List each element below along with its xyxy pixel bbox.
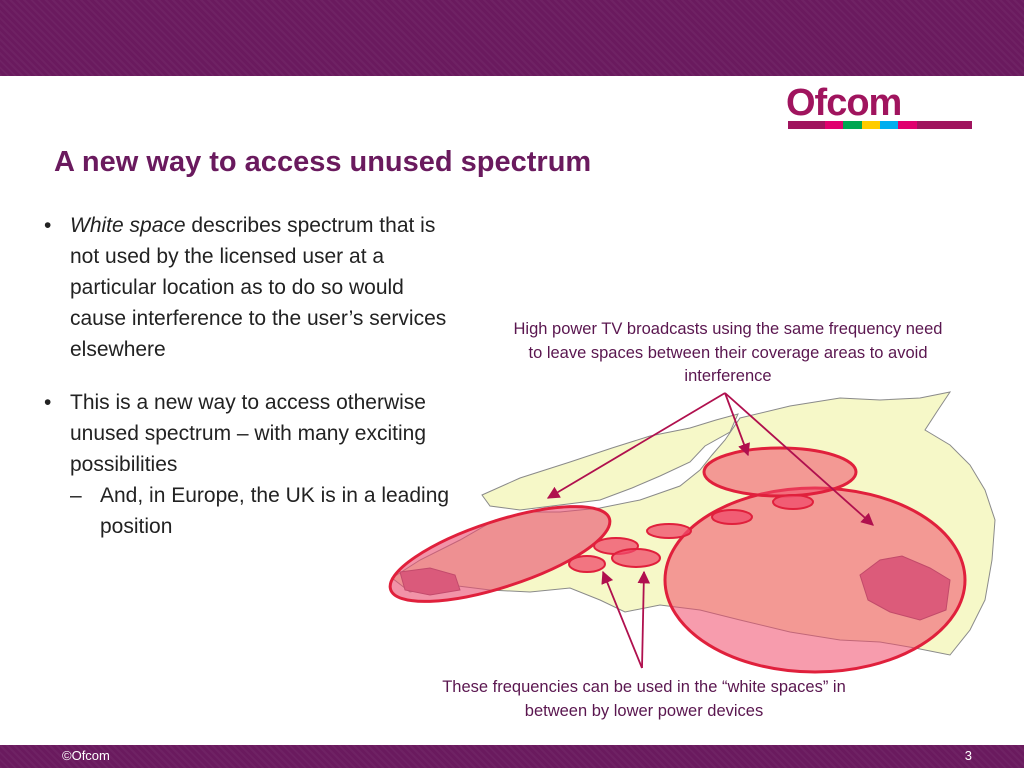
bullet-mark: • <box>44 214 52 237</box>
coverage-area-ireland <box>388 505 612 603</box>
callout-white-spaces: These frequencies can be used in the “wh… <box>442 678 846 720</box>
header-band <box>0 0 1024 76</box>
logo-stripe-segment <box>806 121 825 129</box>
logo-stripe-segment <box>788 121 807 129</box>
bullet-body: This is a new way to access otherwise un… <box>70 391 427 476</box>
logo-stripe <box>788 121 973 129</box>
ofcom-logo: Ofcom <box>786 84 974 130</box>
coverage-area-small <box>646 523 692 539</box>
coverage-area-small <box>611 548 661 568</box>
arrow-bottom-left <box>601 570 643 669</box>
arrow-top-ireland <box>546 392 726 499</box>
bullet-item: • White space describes spectrum that is… <box>44 210 464 365</box>
arrow-bottom-right <box>637 570 651 669</box>
coverage-area-large-se <box>663 486 967 674</box>
arrow-top-north <box>724 392 750 457</box>
bullet-list: • White space describes spectrum that is… <box>44 210 464 542</box>
logo-stripe-segment <box>916 121 936 129</box>
bullet-body: describes spectrum that is not used by t… <box>70 214 447 361</box>
logo-stripe-segment <box>861 121 881 129</box>
footer-copyright: ©Ofcom <box>62 748 110 763</box>
logo-stripe-segment <box>880 121 899 129</box>
sub-bullet-body: And, in Europe, the UK is in a leading p… <box>100 484 450 538</box>
sub-bullet-item: – And, in Europe, the UK is in a leading… <box>70 480 464 542</box>
page-number: 3 <box>964 748 972 763</box>
bullet-text: White space describes spectrum that is n… <box>70 210 464 365</box>
footer-band: ©Ofcom 3 <box>0 745 1024 768</box>
slide-title: A new way to access unused spectrum <box>54 146 592 178</box>
arrow-top-south <box>724 392 874 526</box>
logo-text: Ofcom <box>786 82 902 124</box>
logo-stripe-segment <box>824 121 844 129</box>
sub-bullet-dash: – <box>70 484 82 507</box>
logo-stripe-segment <box>953 121 973 129</box>
logo-stripe-segment <box>935 121 954 129</box>
bullet-mark: • <box>44 391 52 414</box>
logo-stripe-segment <box>843 121 862 129</box>
logo-stripe-segment <box>898 121 917 129</box>
callout-high-power: High power TV broadcasts using the same … <box>513 320 943 385</box>
coverage-area-small <box>711 509 753 525</box>
bullet-italic-lead: White space <box>70 214 186 237</box>
coverage-area-small <box>568 555 606 573</box>
bullet-item: • This is a new way to access otherwise … <box>44 387 464 480</box>
coverage-area-small <box>772 494 814 510</box>
